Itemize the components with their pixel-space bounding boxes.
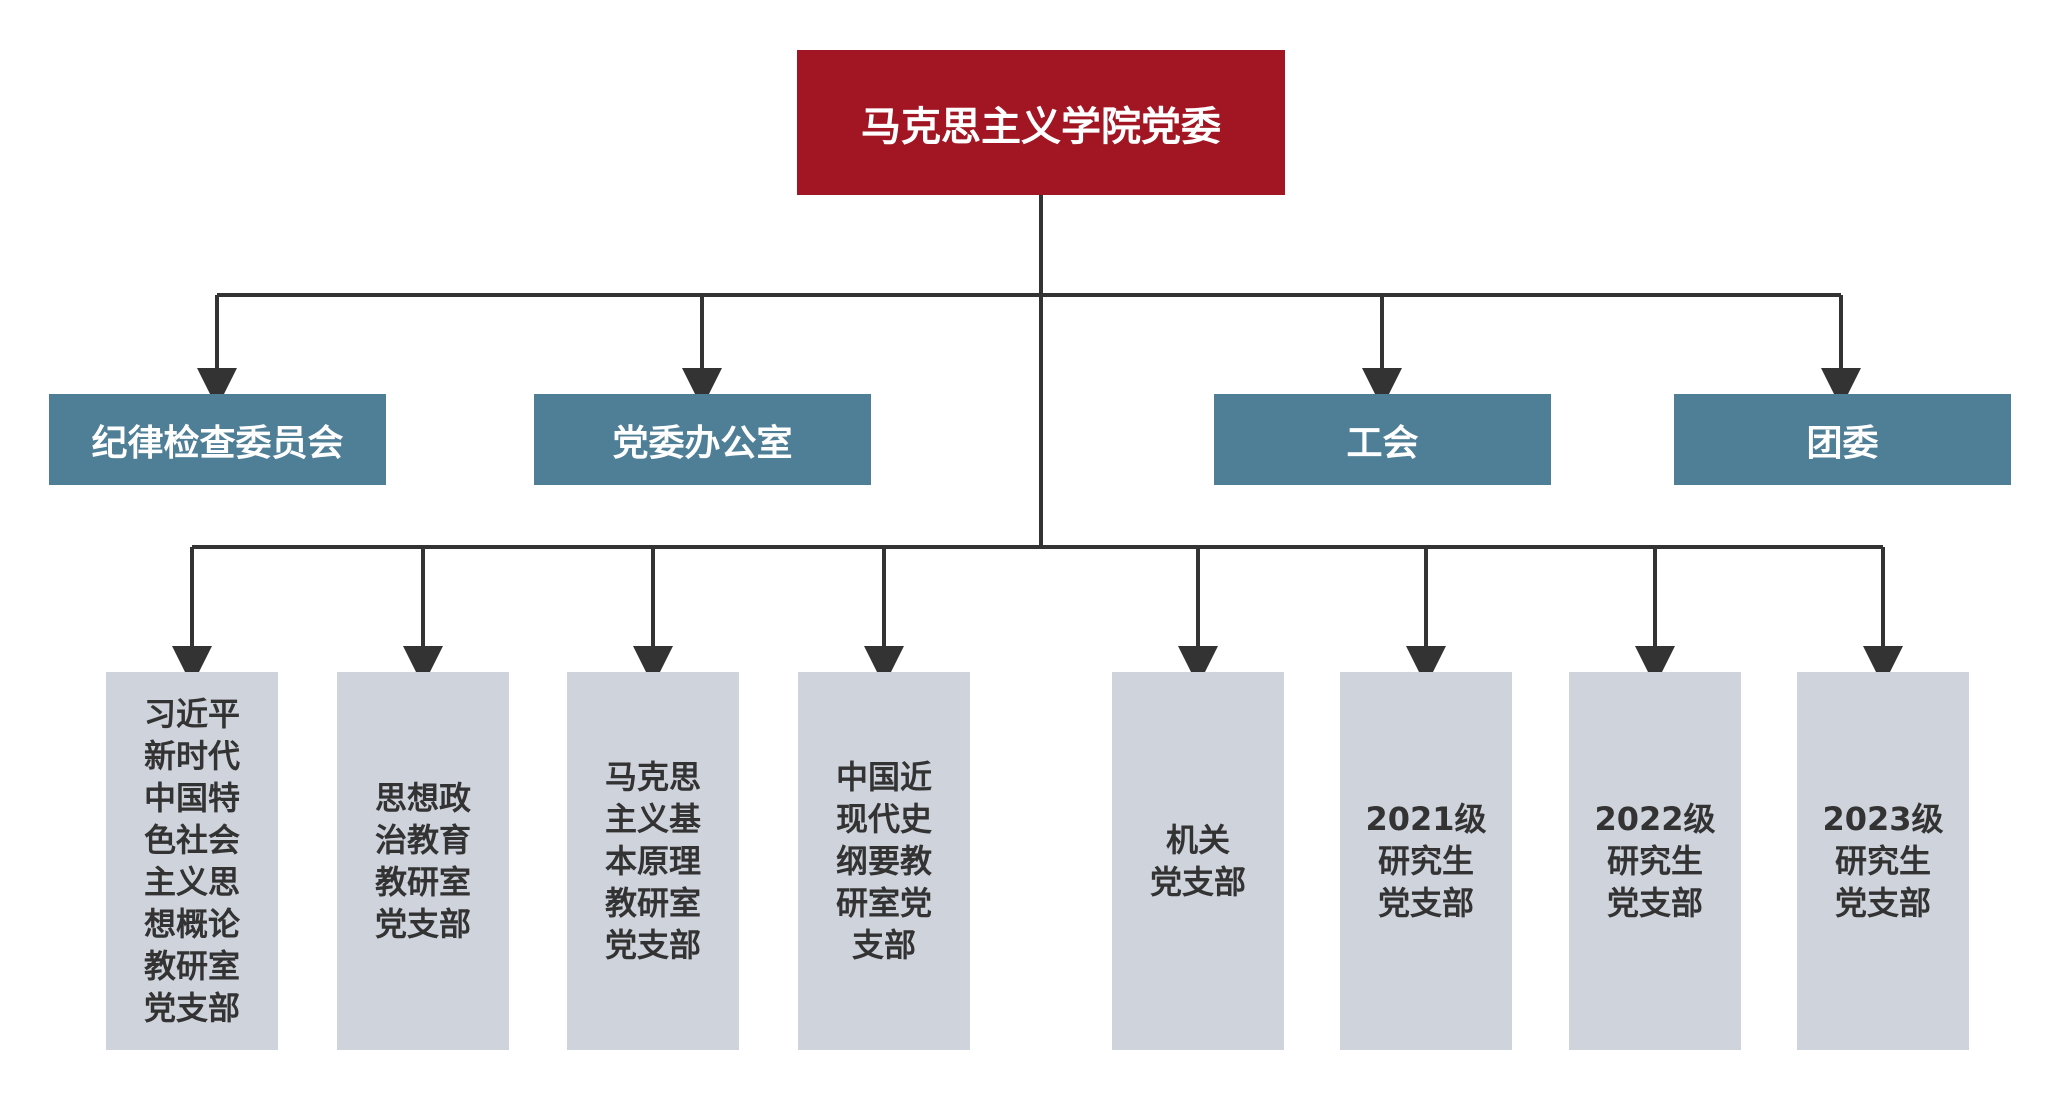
node-branch-marxism-principles: 马克思 主义基 本原理 教研室 党支部	[567, 672, 739, 1050]
node-branch-ideological-education: 思想政 治教育 教研室 党支部	[337, 672, 509, 1050]
node-branch-administration: 机关 党支部	[1112, 672, 1284, 1050]
node-branch-xi-thought: 习近平 新时代 中国特 色社会 主义思 想概论 教研室 党支部	[106, 672, 278, 1050]
node-branch-grad-2023: 2023级 研究生 党支部	[1797, 672, 1969, 1050]
node-branch-grad-2022: 2022级 研究生 党支部	[1569, 672, 1741, 1050]
node-union: 工会	[1214, 394, 1551, 485]
node-youth-league: 团委	[1674, 394, 2011, 485]
node-discipline-committee: 纪律检查委员会	[49, 394, 386, 485]
node-branch-modern-history: 中国近 现代史 纲要教 研室党 支部	[798, 672, 970, 1050]
root-node-party-committee: 马克思主义学院党委	[797, 50, 1285, 195]
node-party-office: 党委办公室	[534, 394, 871, 485]
node-branch-grad-2021: 2021级 研究生 党支部	[1340, 672, 1512, 1050]
